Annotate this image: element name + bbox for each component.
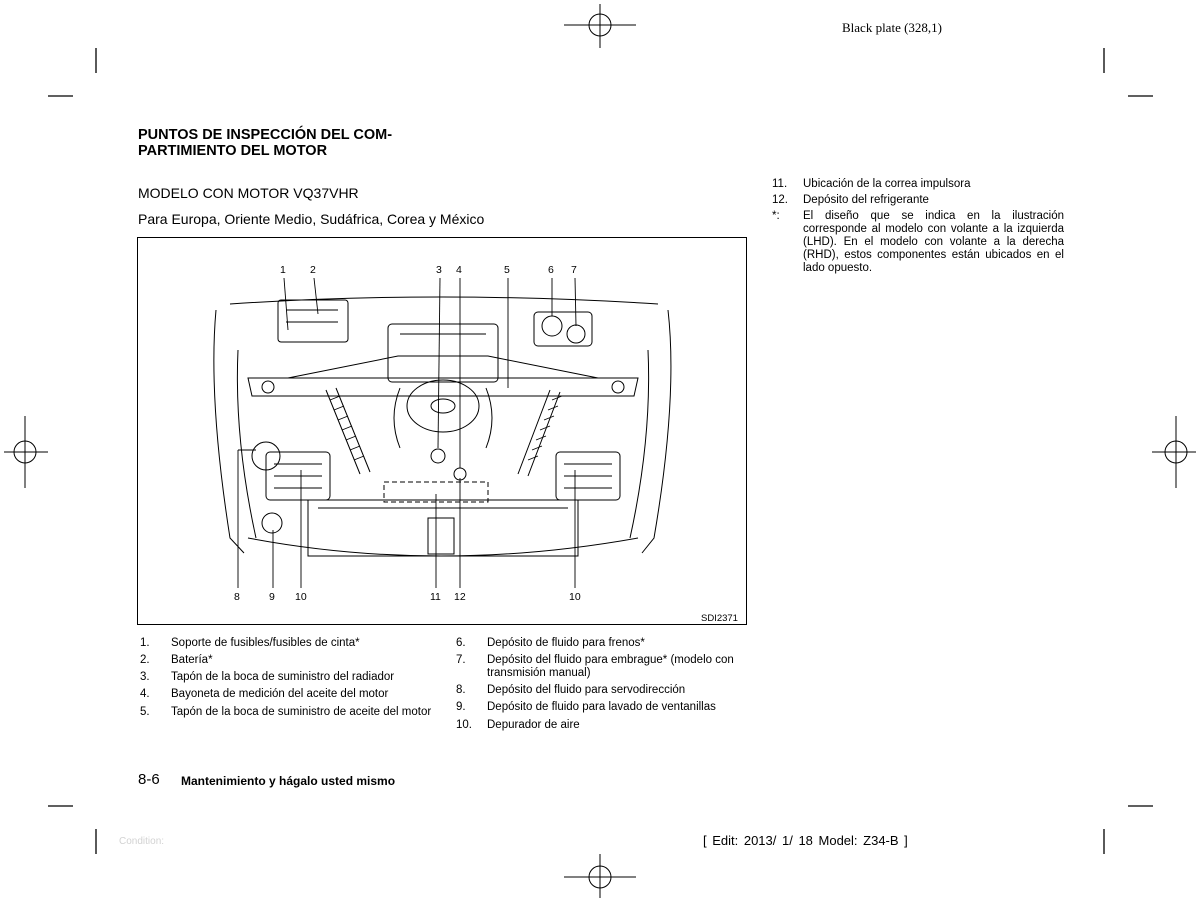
- registration-mark-right: [1152, 416, 1196, 488]
- section-heading-line2: PARTIMIENTO DEL MOTOR: [138, 143, 328, 159]
- legend-item: 9. Depósito de fluido para lavado de ven…: [456, 701, 748, 714]
- section-heading: PUNTOS DE INSPECCIÓN DEL COM- PARTIMIENT…: [138, 127, 392, 159]
- figure-code: SDI2371: [701, 613, 738, 624]
- registration-mark-left: [4, 416, 48, 488]
- legend-number: 6.: [456, 637, 466, 649]
- page-number: 8-6: [138, 771, 160, 788]
- legend-number: 1.: [140, 637, 150, 649]
- legend-number: 9.: [456, 701, 466, 713]
- legend-item: 1. Soporte de fusibles/fusibles de cinta…: [140, 637, 432, 650]
- plate-label: Black plate (328,1): [842, 20, 942, 35]
- callout-5: 5: [504, 264, 510, 276]
- callout-12: 12: [454, 591, 466, 603]
- legend-text: Depósito de fluido para lavado de ventan…: [487, 701, 716, 713]
- legend-item: 5. Tapón de la boca de suministro de ace…: [140, 706, 432, 719]
- legend-item: 6. Depósito de fluido para frenos*: [456, 637, 748, 650]
- section-heading-line1: PUNTOS DE INSPECCIÓN DEL COM-: [138, 127, 393, 143]
- note-item: *: El diseño que se indica en la ilustra…: [772, 210, 1064, 275]
- callout-9: 9: [269, 591, 275, 603]
- condition-label: Condition:: [119, 836, 165, 847]
- note-item: 12. Depósito del refrigerante: [772, 194, 1064, 207]
- note-text: Depósito del refrigerante: [803, 194, 929, 206]
- callout-11: 11: [430, 591, 441, 603]
- legend-text: Depósito del fluido para servodirección: [487, 684, 686, 696]
- registration-mark-bottom: [564, 854, 636, 898]
- legend-item: 10. Depurador de aire: [456, 719, 748, 732]
- legend-number: 7.: [456, 654, 466, 666]
- registration-mark-top: [564, 4, 636, 48]
- legend-text: Depósito de fluido para frenos*: [487, 637, 645, 649]
- legend-item: 4. Bayoneta de medición del aceite del m…: [140, 688, 432, 701]
- callout-1: 1: [280, 264, 286, 276]
- callout-3: 3: [436, 264, 442, 276]
- legend-item: 7. Depósito del fluido para embrague* (m…: [456, 654, 748, 680]
- callout-2: 2: [310, 264, 316, 276]
- legend-text: Tapón de la boca de suministro del radia…: [171, 671, 395, 683]
- engine-illustration: [213, 277, 672, 588]
- legend-number: 2.: [140, 654, 150, 666]
- legend-item: 8. Depósito del fluido para servodirecci…: [456, 684, 748, 697]
- legend-number: 3.: [140, 671, 150, 683]
- note-item: 11. Ubicación de la correa impulsora: [772, 178, 1064, 191]
- legend-text: Tapón de la boca de suministro de aceite…: [171, 706, 432, 718]
- note-number: *:: [772, 210, 780, 222]
- edit-info: [ Edit: 2013/ 1/ 18 Model: Z34-B ]: [703, 833, 908, 848]
- legend-text: Soporte de fusibles/fusibles de cinta*: [171, 637, 360, 649]
- legend-item: 3. Tapón de la boca de suministro del ra…: [140, 671, 432, 684]
- legend-text: Depurador de aire: [487, 719, 580, 731]
- legend-text: Depósito del fluido para embrague* (mode…: [487, 654, 734, 679]
- region-subtitle: Para Europa, Oriente Medio, Sudáfrica, C…: [138, 211, 485, 227]
- legend-number: 10.: [456, 719, 472, 731]
- callout-6: 6: [548, 264, 554, 276]
- note-text: El diseño que se indica en la ilustració…: [803, 210, 1064, 274]
- legend-number: 4.: [140, 688, 150, 700]
- callout-8: 8: [234, 591, 240, 603]
- note-text: Ubicación de la correa impulsora: [803, 178, 971, 190]
- callout-10-left: 10: [295, 591, 307, 603]
- notes-column: 11. Ubicación de la correa impulsora 12.…: [772, 178, 1064, 278]
- legend-item: 2. Batería*: [140, 654, 432, 667]
- legend-text: Bayoneta de medición del aceite del moto…: [171, 688, 389, 700]
- engine-compartment-figure: 1 2 3 4 5 6 7 8 9 10 11 12 10 SDI2371: [137, 237, 747, 625]
- legend-number: 5.: [140, 706, 150, 718]
- legend-text: Batería*: [171, 654, 213, 666]
- legend-number: 8.: [456, 684, 466, 696]
- engine-model-title: MODELO CON MOTOR VQ37VHR: [138, 185, 359, 201]
- callout-4: 4: [456, 264, 462, 276]
- note-number: 11.: [772, 178, 788, 190]
- chapter-title: Mantenimiento y hágalo usted mismo: [181, 774, 396, 788]
- note-number: 12.: [772, 194, 788, 206]
- callout-7: 7: [571, 264, 577, 276]
- callout-10-right: 10: [569, 591, 581, 603]
